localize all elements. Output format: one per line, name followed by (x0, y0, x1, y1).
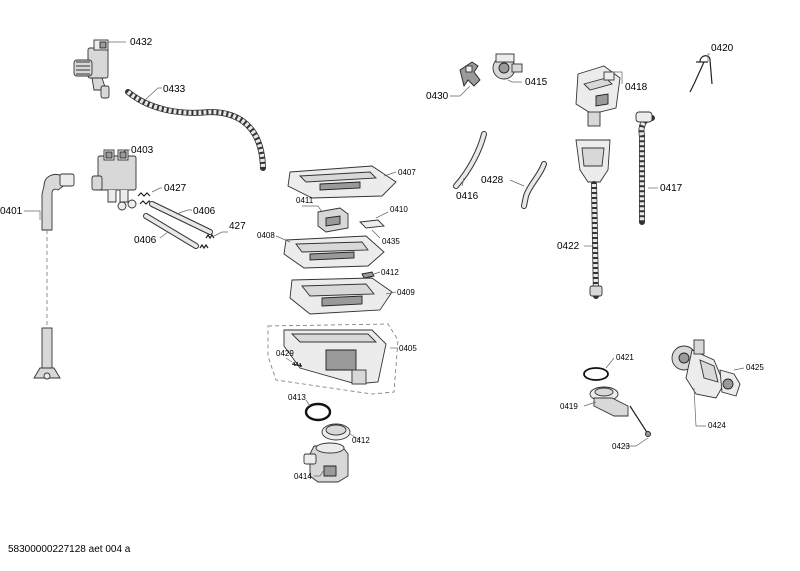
part-0410-plate[interactable] (359, 219, 385, 229)
part-0418-air-trap[interactable] (575, 65, 621, 127)
label-0408: 0408 (257, 231, 275, 240)
label-0430: 0430 (426, 91, 449, 102)
label-0406-upper: 0406 (193, 206, 216, 217)
part-0414-sump[interactable] (303, 442, 349, 483)
label-427: 427 (229, 221, 246, 232)
part-0406-hose-lower[interactable] (143, 213, 199, 249)
label-0422: 0422 (557, 241, 580, 252)
part-0421-ring-clamp[interactable] (583, 367, 609, 381)
part-0420-clamp[interactable] (689, 55, 713, 93)
label-0428: 0428 (481, 175, 504, 186)
part-0401-pipe[interactable] (33, 173, 75, 380)
part-0408-tray[interactable] (283, 235, 385, 269)
label-0425: 0425 (746, 363, 764, 372)
label-0406-lower: 0406 (134, 235, 157, 246)
part-0406-hose-upper[interactable] (149, 201, 213, 235)
part-0422-drain-hose[interactable] (575, 139, 611, 299)
part-0415-pressure-switch[interactable] (492, 53, 523, 80)
part-0423-bolt[interactable] (629, 405, 651, 437)
label-0403: 0403 (131, 145, 154, 156)
part-0424-drain-pump[interactable] (671, 339, 741, 399)
label-0407: 0407 (398, 168, 416, 177)
label-0415: 0415 (525, 77, 548, 88)
part-0429-screw[interactable] (291, 361, 303, 368)
label-0424: 0424 (708, 421, 726, 430)
label-0432: 0432 (130, 37, 153, 48)
label-0427: 0427 (164, 183, 187, 194)
label-0423: 0423 (612, 442, 630, 451)
label-0420: 0420 (711, 43, 734, 54)
part-0411-box[interactable] (317, 207, 349, 233)
label-0413: 0413 (288, 393, 306, 402)
label-0411: 0411 (296, 196, 314, 205)
label-0401: 0401 (0, 206, 23, 217)
label-0421: 0421 (616, 353, 634, 362)
part-0433-hose[interactable] (125, 89, 266, 171)
document-code: 58300000227128 aet 004 a (8, 544, 131, 555)
part-427-clips[interactable] (199, 233, 215, 250)
part-0419-drain-elbow[interactable] (589, 386, 629, 417)
part-0416-thin-hose[interactable] (453, 131, 487, 189)
part-0428-bent-hose[interactable] (521, 161, 547, 209)
part-0405-dispenser-housing[interactable] (283, 329, 387, 385)
label-0418: 0418 (625, 82, 648, 93)
label-0405: 0405 (399, 344, 417, 353)
part-0409-tray-lower[interactable] (289, 277, 393, 315)
part-0413-seal[interactable] (304, 402, 332, 422)
part-0412-clip-upper[interactable] (361, 271, 375, 279)
part-0407-drawer-top[interactable] (287, 165, 397, 199)
label-0409: 0409 (397, 288, 415, 297)
part-0403-valve-block[interactable] (91, 149, 137, 211)
group-0405-outline (267, 323, 399, 395)
part-0417-hose[interactable] (635, 111, 655, 225)
label-0416: 0416 (456, 191, 479, 202)
label-0435: 0435 (382, 237, 400, 246)
label-0433: 0433 (163, 84, 186, 95)
label-0429: 0429 (276, 349, 294, 358)
label-0417: 0417 (660, 183, 683, 194)
part-0432-inlet-valve[interactable] (73, 39, 110, 99)
part-0430-bracket[interactable] (459, 61, 481, 88)
label-0410: 0410 (390, 205, 408, 214)
part-0412-cap[interactable] (321, 423, 351, 441)
label-0419: 0419 (560, 402, 578, 411)
label-0412-lower: 0412 (352, 436, 370, 445)
label-0412-upper: 0412 (381, 268, 399, 277)
label-0414: 0414 (294, 472, 312, 481)
